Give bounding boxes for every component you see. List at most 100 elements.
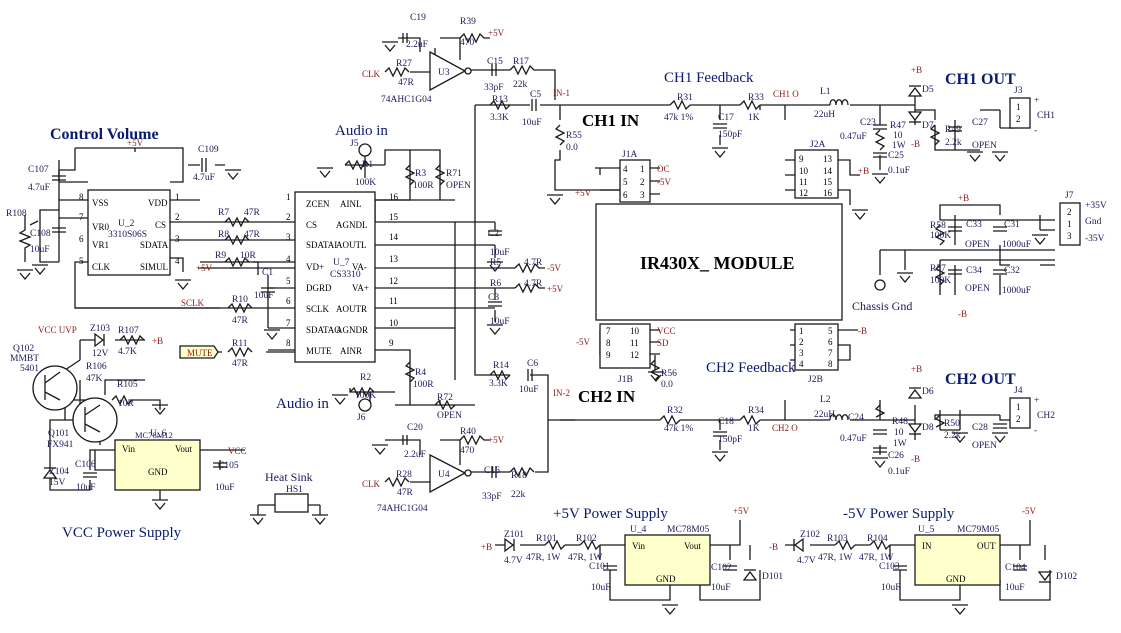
r32-val: 47k 1% — [664, 424, 693, 434]
r5-r6-zigzag — [514, 262, 545, 294]
j2b-pin-7: 7 — [828, 348, 833, 358]
u7-ref: U_7 — [333, 258, 350, 268]
r101-val: 47R, 1W — [526, 553, 560, 563]
u6-vout: Vout — [175, 444, 192, 454]
r58-r57-zigzag — [934, 224, 946, 286]
r49-zigzag — [929, 124, 941, 146]
u7-pin-vdplus: VD+ — [306, 262, 324, 272]
u7-pinnum-4: 4 — [286, 254, 291, 264]
q102-part2: 5401 — [20, 364, 39, 374]
j2b-pin-6: 6 — [828, 337, 833, 347]
r39-zigzag — [459, 32, 490, 44]
u7-pin-zcen: ZCEN — [306, 199, 330, 209]
u7-pin-vaplus: VA+ — [352, 283, 369, 293]
u2-pinnum-3: 3 — [175, 234, 180, 244]
d5-ref: D5 — [922, 85, 934, 95]
c101-val: 10uF — [591, 583, 611, 593]
j1a-pin-4: 4 — [623, 164, 628, 174]
u7-pin-cs: CS — [306, 220, 317, 230]
c106-ref: C106 — [75, 460, 96, 470]
u6-gnd: GND — [148, 467, 168, 477]
r49-ref: R49 — [945, 125, 961, 135]
c107-ref: C107 — [28, 165, 49, 175]
net-in1: IN-1 — [553, 88, 570, 98]
d7-diode — [907, 111, 923, 122]
net-vccuvp: VCC UVP — [38, 325, 77, 335]
u4r-gnd: GND — [656, 574, 676, 584]
r39-ref: R39 — [460, 17, 476, 27]
c101-ref: C101 — [589, 562, 610, 572]
j1b-ref: J1B — [618, 375, 633, 385]
q102-ref: Q102 — [13, 344, 34, 354]
j3-ref: J3 — [1014, 86, 1023, 96]
r3-ref: R3 — [415, 169, 426, 179]
u7-pinnum-11: 11 — [389, 296, 398, 306]
r102-val: 47R, 1W — [568, 553, 602, 563]
c31-val: 1000uF — [1002, 240, 1031, 250]
r40-ref: R40 — [460, 427, 476, 437]
r13-ref: R13 — [492, 95, 508, 105]
u7-pinnum-12: 12 — [389, 276, 398, 286]
u5-part: MC79M05 — [957, 525, 999, 535]
hs1-heat-sink — [274, 493, 309, 513]
r27-ref: R27 — [396, 59, 412, 69]
j7-gnd: Gnd — [1085, 217, 1102, 227]
j3-pin-2: 2 — [1016, 114, 1021, 124]
c17-ref: C17 — [718, 113, 734, 123]
j1a-pin-1: 1 — [640, 164, 645, 174]
heat-sink-block: Heat Sink HS1 — [265, 470, 313, 513]
r56-val: 0.0 — [661, 380, 673, 390]
vcc-supply-block: VCC UVP Q102 MMBT 5401 Q101 FX941 Z103 1… — [10, 324, 247, 541]
net-pb-j2a: +B — [858, 166, 869, 176]
r18-zigzag — [509, 466, 535, 478]
d102-ref: D102 — [1056, 572, 1077, 582]
u5-vin: IN — [922, 541, 932, 551]
r47-power: 1W — [892, 141, 906, 151]
u7-pinnum-3: 3 — [286, 232, 291, 242]
r56-zigzag — [649, 359, 661, 381]
c5-ref: C5 — [530, 90, 541, 100]
net-n5v-r5: -5V — [547, 263, 561, 273]
ir430x-module — [595, 203, 843, 321]
r8-ref: R8 — [218, 230, 229, 240]
c33-c34-plates — [948, 226, 962, 275]
c19-ref: C19 — [410, 13, 426, 23]
c102-ref: C102 — [711, 563, 732, 573]
u4-regulator — [624, 534, 711, 586]
r7-r8-r9-r10-r11-zigzag — [224, 216, 253, 358]
q102-part1: MMBT — [10, 354, 39, 364]
r55-ref: R55 — [566, 131, 582, 141]
r9-ref: R9 — [215, 251, 226, 261]
j6-jack — [358, 398, 372, 412]
c16-plates — [491, 466, 497, 478]
c1-plates — [261, 287, 275, 293]
u2-pin-simul: SIMUL — [140, 262, 168, 272]
z102-val: 4.7V — [797, 556, 816, 566]
c24-ref: C24 — [848, 413, 864, 423]
u7-pin-dgrd: DGRD — [306, 283, 332, 293]
j1b-pin-9: 9 — [606, 350, 611, 360]
d7-ref: D7 — [922, 121, 934, 131]
net-pb-psu: +B — [958, 193, 969, 203]
u3-bubble — [464, 67, 472, 75]
r50-zigzag — [934, 414, 946, 428]
z101-val: 4.7V — [504, 556, 523, 566]
j1a-pin-5: 5 — [623, 177, 628, 187]
u7-pin-aoutl: AOUTL — [336, 240, 367, 250]
r17-val: 22k — [513, 80, 528, 90]
j2a-pin-14: 14 — [823, 166, 833, 176]
j4-pin-1: 1 — [1016, 402, 1021, 412]
r103-r104-zigzag — [834, 539, 891, 551]
c18-val: 150pF — [718, 435, 742, 445]
z104-val: 15V — [49, 478, 66, 488]
u2-pin-vss: VSS — [92, 198, 109, 208]
r108-resistor — [18, 215, 32, 262]
r48-ref: R48 — [892, 417, 908, 427]
title-ch2-feedback: CH2 Feedback — [706, 360, 796, 376]
net-oc: OC — [657, 164, 670, 174]
q101-transistor — [72, 397, 118, 443]
ch2-feedback-block: CH2 Feedback R32 47k 1% R34 1K C18 150pF… — [659, 360, 1055, 477]
c108-val: 10uF — [30, 245, 50, 255]
u7-pin-sdatai: SDATAI — [306, 240, 337, 250]
r1-ref: R1 — [362, 160, 373, 170]
